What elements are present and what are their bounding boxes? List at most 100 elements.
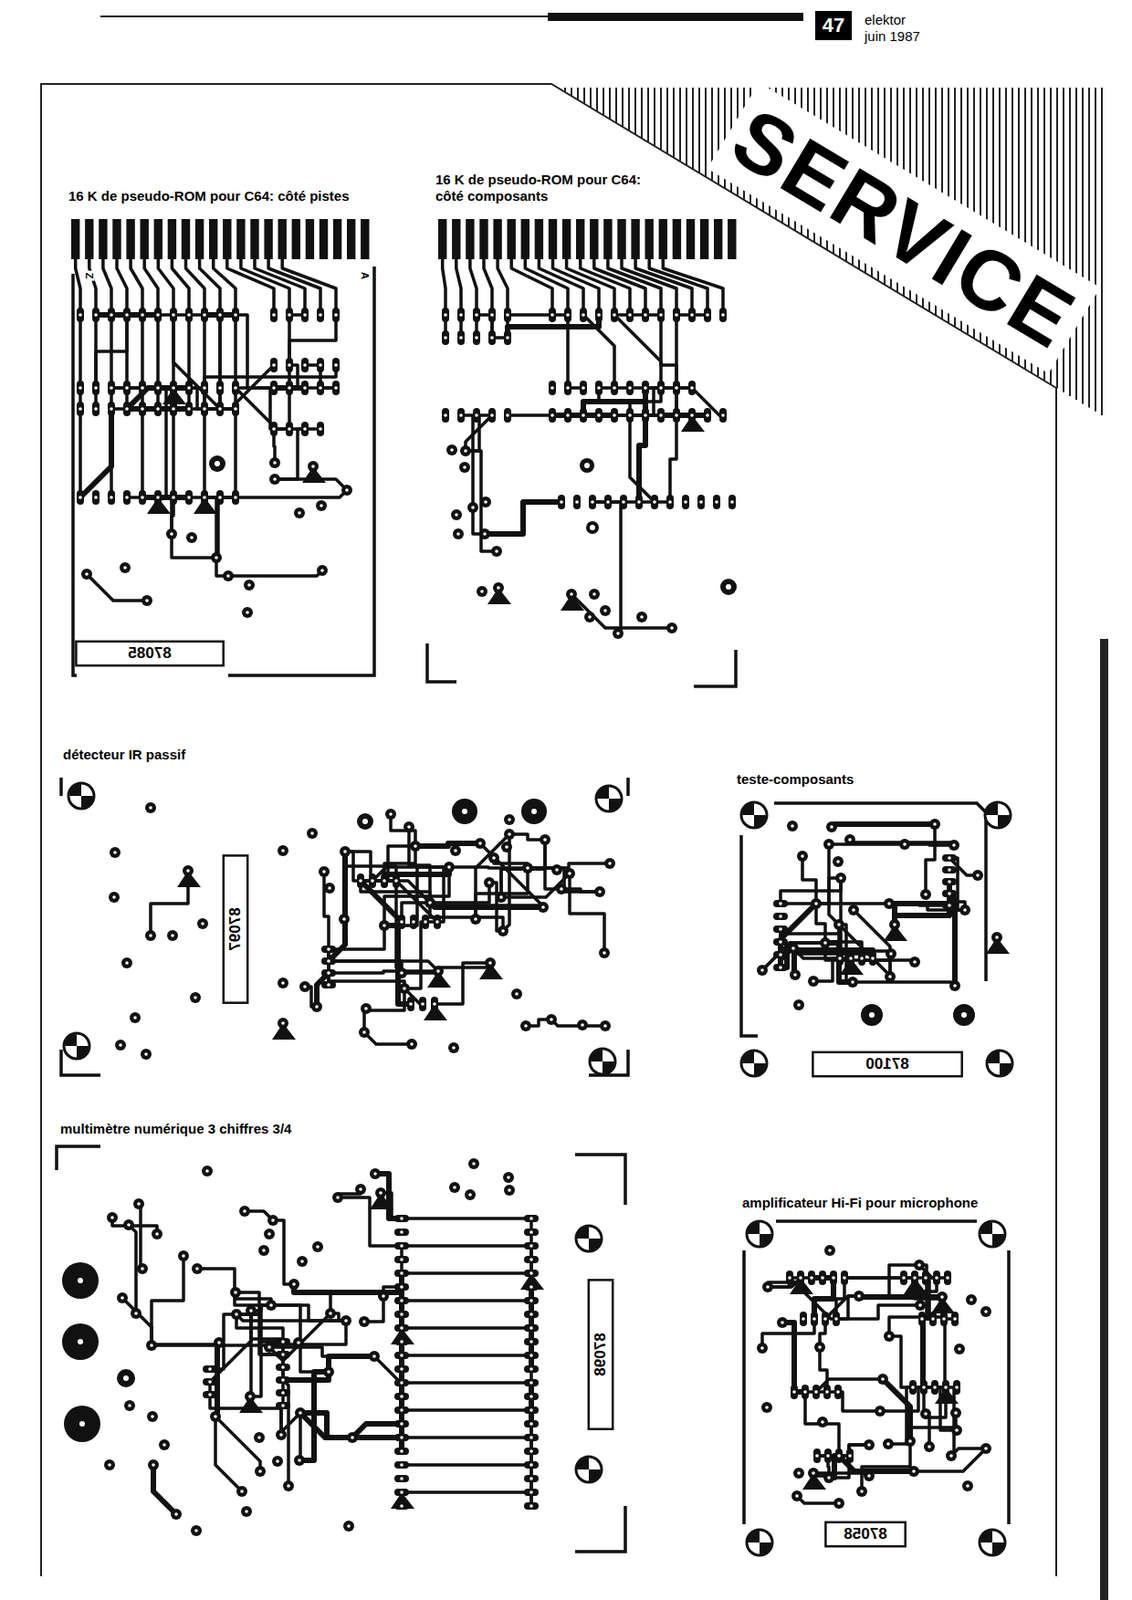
pcb-track [910,1413,956,1442]
drill-hole [480,589,484,594]
drill-hole [901,1276,906,1280]
pcb-track [828,1445,870,1478]
large-pad [62,1262,99,1300]
drill-hole [144,1052,148,1057]
ic-pad [595,307,603,323]
solder-pad [123,1219,135,1231]
ic-pad [929,1311,937,1327]
solder-pad [826,821,838,833]
drill-hole [272,477,277,482]
drill-hole [912,960,917,965]
drill-hole [187,386,191,390]
drill-hole [529,1216,534,1221]
pcb-track [415,843,481,847]
ic-pad [610,408,619,423]
ic-pad [394,1447,409,1456]
solder-pad [503,1184,515,1196]
drill-hole [652,500,657,504]
edge-connector-finger [112,219,121,260]
drill-hole [525,866,530,870]
solder-pad [323,1366,335,1378]
drill-hole [612,413,617,418]
edge-connector-finger [727,219,736,260]
solder-pad [807,975,819,987]
solder-pad [796,850,808,862]
ic-pad [231,401,240,417]
board-outline [742,1250,746,1525]
solder-pad [146,1411,158,1423]
edge-connector-finger [562,219,571,260]
ic-pad [688,307,696,323]
edge-connector-finger [438,219,447,260]
hatch-line [621,87,624,127]
drill-hole [488,961,493,965]
pcb-track [524,259,568,315]
solder-pad [245,1305,257,1317]
drill-hole [335,1195,340,1200]
drill-hole [123,566,127,570]
drill-hole [492,856,496,860]
ic-pad [457,408,465,423]
pcb-track [364,1032,412,1045]
drill-hole [529,1394,534,1399]
drill-hole [272,386,276,390]
solder-pad [793,1467,805,1479]
pcb-track [501,839,546,898]
ic-pad [138,380,147,396]
ic-pad [942,890,957,898]
drill-hole [136,1202,141,1206]
drill-hole [932,822,937,827]
solder-pad [576,1019,588,1031]
drill-hole [399,1353,404,1358]
solder-pad [791,1490,803,1502]
board-outline [775,1219,977,1224]
pcb-track [571,594,672,629]
drill-hole [242,1209,247,1214]
drill-hole [125,961,129,965]
drill-hole [714,500,719,504]
drill-hole [279,1433,283,1437]
drill-hole [145,598,149,603]
drill-hole [507,1188,512,1193]
ic-pad [911,1270,919,1286]
solder-pad [166,528,178,540]
drill-hole [690,386,694,390]
drill-hole [399,1490,404,1495]
drill-hole [334,313,338,317]
drill-hole [297,1458,302,1463]
ic-pad [524,1379,539,1387]
drill-hole [963,908,967,912]
drill-hole [566,313,570,317]
drill-hole [174,1512,179,1517]
drill-hole [496,586,501,590]
ic-pad [847,951,855,966]
drill-hole [461,808,468,815]
drill-hole [954,1428,959,1433]
ic-pad [657,307,665,323]
solder-pad [612,628,624,640]
drill-hole [281,1340,285,1344]
drill-hole [589,524,596,531]
drill-hole [849,956,853,961]
drill-hole [590,500,595,504]
ic-pad [610,380,619,396]
solder-pad [484,957,496,969]
mounting-hole [997,815,1010,828]
ic-pad [626,408,634,423]
ic-pad [430,996,439,1012]
drill-hole [668,500,672,504]
connector-mark: Z [82,271,95,282]
drill-hole [892,922,897,927]
ic-pad [421,914,430,930]
drill-hole [286,1484,291,1489]
solder-pad [588,588,600,600]
drill-hole [550,386,555,390]
ic-pad [524,1242,539,1250]
solder-pad [318,866,330,878]
ic-pad [185,380,193,396]
ic-pad [231,490,240,505]
solder-pad [141,595,153,607]
ic-pad [394,1461,409,1469]
ic-pad [672,380,681,396]
ic-pad [524,1215,539,1223]
